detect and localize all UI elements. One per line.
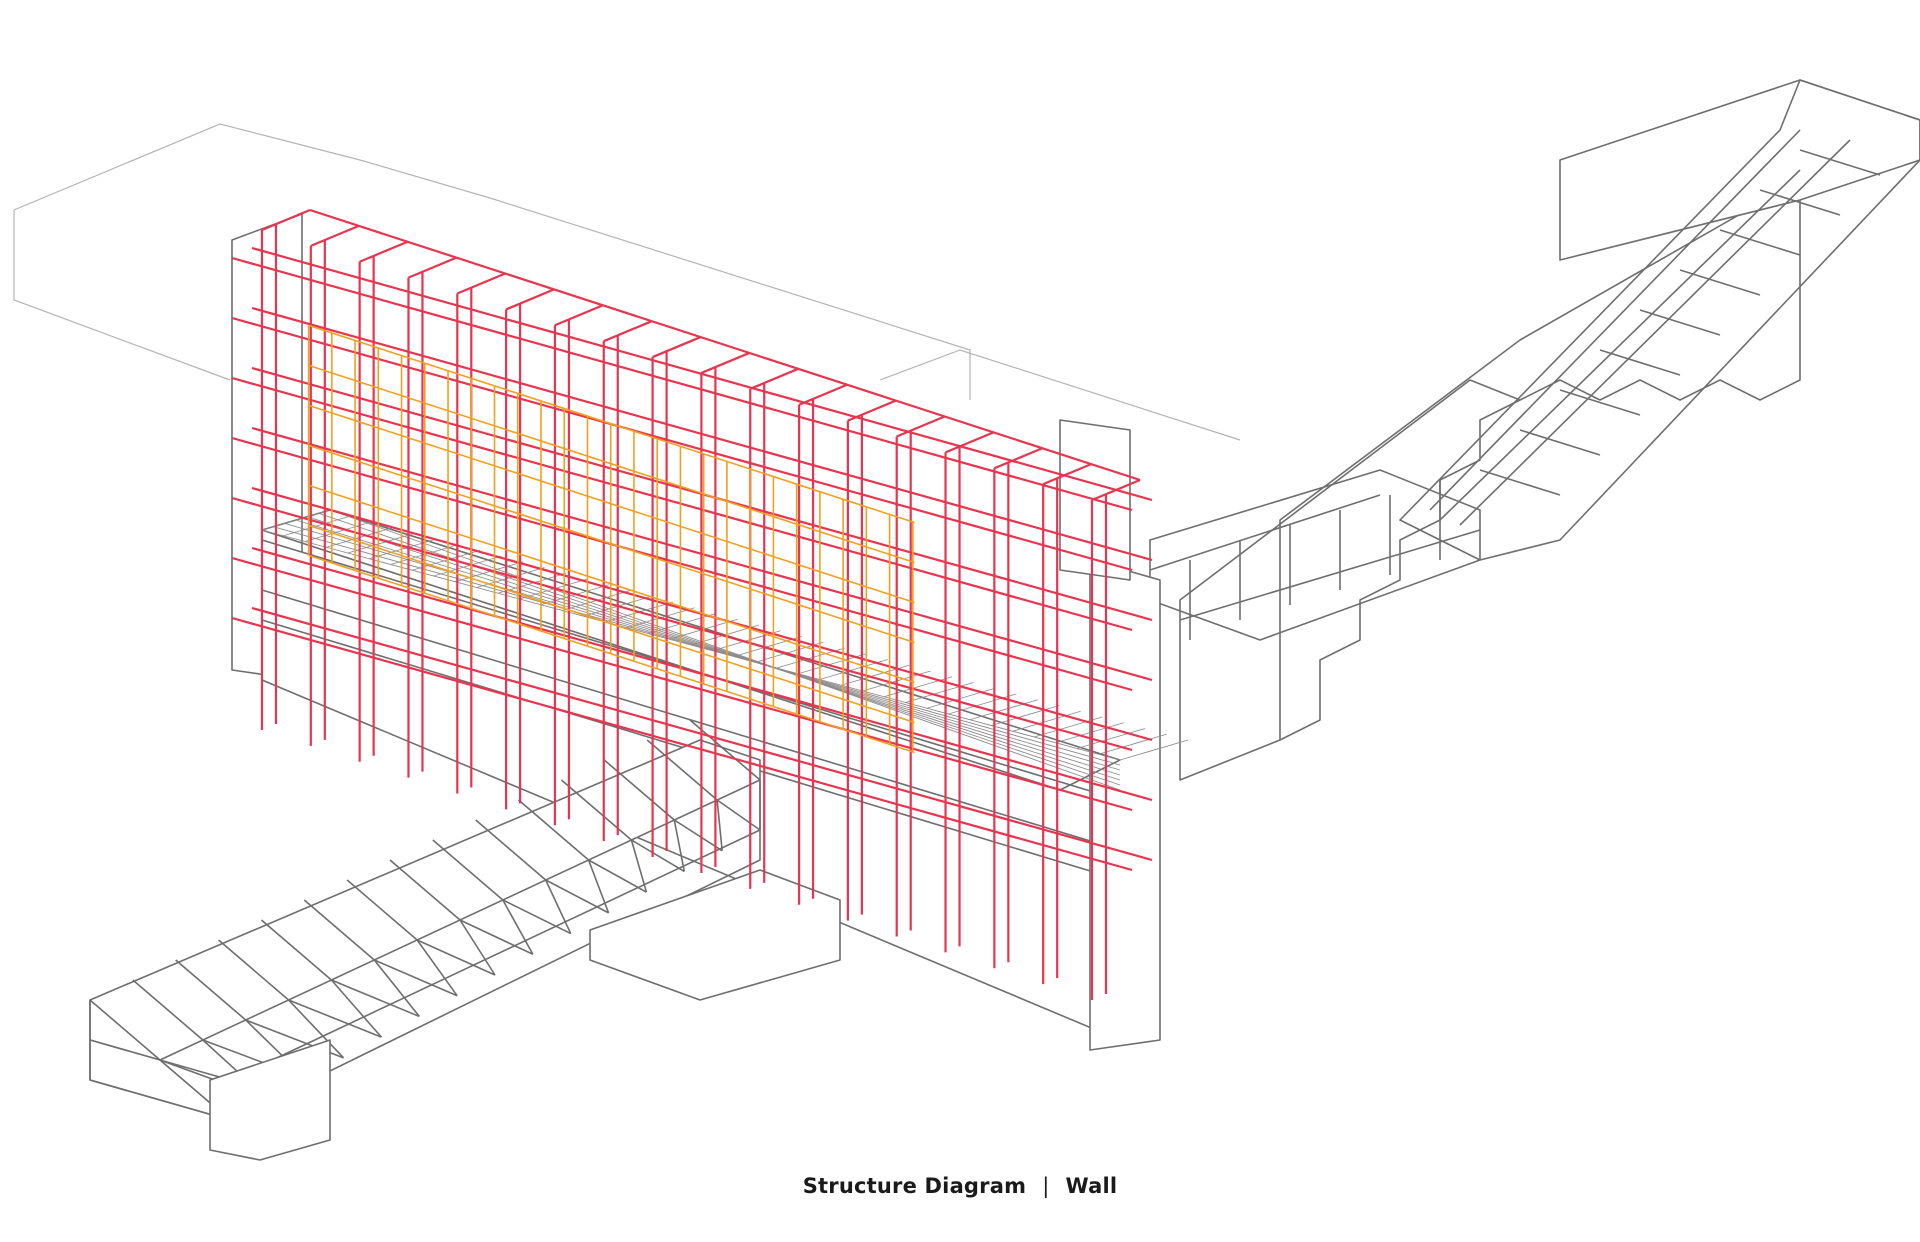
- diagram-caption: Structure Diagram | Wall: [0, 1174, 1920, 1198]
- background-context-building: [13, 123, 1241, 441]
- caption-title: Structure Diagram: [802, 1174, 1027, 1198]
- lower-truss-bridge: [89, 719, 761, 1121]
- caption-separator: |: [1042, 1174, 1050, 1198]
- caption-subtitle: Wall: [1065, 1174, 1118, 1198]
- support-pier-center: [589, 869, 841, 1001]
- shelving-units: [307, 324, 915, 754]
- inclined-ladder-frame: [1399, 79, 1920, 561]
- stepped-stair-structure: [1179, 79, 1920, 781]
- support-pier-left: [209, 1039, 331, 1161]
- right-connecting-truss: [1149, 469, 1481, 641]
